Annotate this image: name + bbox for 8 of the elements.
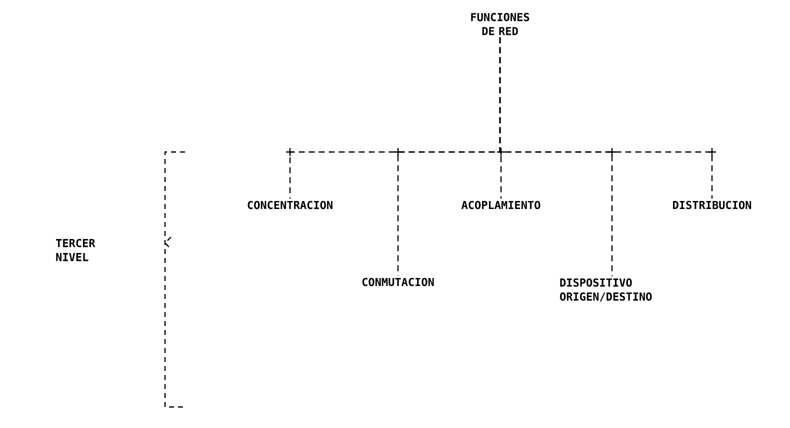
connector-line [499,37,713,199]
node-label: DISPOSITIVO ORIGEN/DESTINO [560,278,652,302]
node-label: FUNCIONES DE RED [471,12,530,36]
node-label: ACOPLAMIENTO [461,200,540,210]
level-label: TERCER NIVEL [56,238,96,262]
node-label: CONCENTRACION [248,200,332,210]
node-label: CONMUTACION [362,278,434,286]
node-label: DISTRIBUCION [673,200,752,210]
